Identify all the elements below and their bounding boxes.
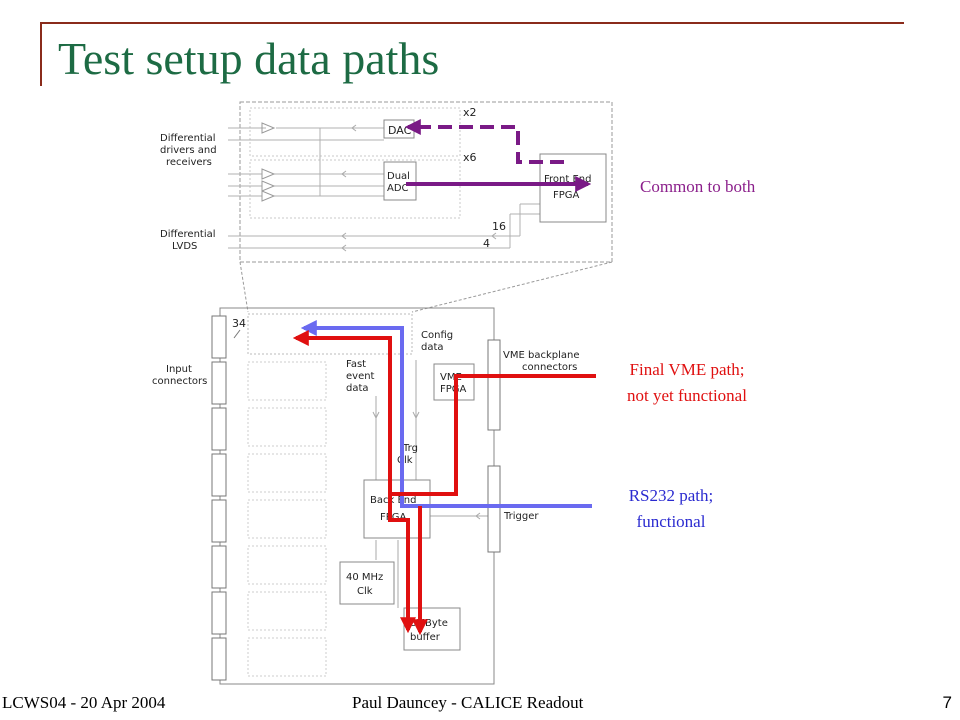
trg-label-2: Clk [397,455,413,466]
bus-4: 4 [483,237,490,250]
input-label-1: Input [166,364,192,375]
vme-fpga-label-2: FPGA [440,384,467,395]
bus-34: 34 [232,317,246,330]
trg-label-1: Trg [402,443,418,454]
note-rs232-path: RS232 path; functional [596,483,746,535]
receiver-triangle-2 [261,180,276,192]
slide-title: Test setup data paths [58,33,440,84]
input-label-2: connectors [152,376,207,387]
front-end-fpga-block [539,153,607,223]
diff-drivers-label-1: Differential [160,133,216,144]
vme-path-readout-1 [388,494,416,634]
receiver-triangle-3 [261,190,276,202]
clock-label-2: Clk [357,586,373,597]
rs232-path [300,320,592,508]
config-label-2: data [421,342,444,353]
clock-block [339,561,395,605]
note-rs232-line-1: RS232 path; [628,486,714,505]
adc-label-1: Dual [387,171,410,182]
zoom-signal-lines [228,127,540,249]
zoom-inner-lower [249,159,461,219]
fast-label-2: event [346,371,375,382]
vme-connector-label-2: connectors [522,362,577,373]
receiver-triangle-1 [261,168,276,180]
vme-path [292,330,596,636]
zoom-inner-upper [249,107,461,157]
driver-triangle [261,122,276,134]
diff-drivers-label-2: drivers and [160,145,217,156]
vme-connector-label-1: VME backplane [503,350,579,361]
memory-buffer-label-1: 8MByte [410,618,448,629]
clock-label-1: 40 MHz [346,572,383,583]
vme-path-config [292,330,596,496]
diff-lvds-label-2: LVDS [172,241,197,252]
note-common-path: Common to both [640,177,756,196]
page-number: 7 [942,693,952,712]
front-end-zoom: DAC Dual ADC Front End FPGA x2 x6 16 4 D… [160,101,613,263]
common-path-fpga-to-dac [404,119,564,164]
readout-board: 34 Input connectors Config data Fast eve… [152,307,579,685]
note-rs232-line-2: functional [636,512,706,531]
vme-fpga-label-1: VME [440,372,462,383]
footer-author: Paul Dauncey - CALICE Readout [352,693,584,712]
config-label-1: Config [421,330,453,341]
memory-buffer-block [403,607,461,651]
note-vme-line-1: Final VME path; [629,360,745,379]
trigger-label: Trigger [503,511,539,522]
rs232-path-line [300,320,592,508]
footer-event-date: LCWS04 - 20 Apr 2004 [2,693,166,712]
note-vme-line-2: not yet functional [627,386,747,405]
zoom-connectors [239,261,613,313]
input-connector-strip [211,315,227,681]
diff-lvds-label-1: Differential [160,229,216,240]
trigger-connector [487,465,501,553]
vme-backplane-connector [487,339,501,431]
bus-16: 16 [492,220,506,233]
note-vme-path: Final VME path; not yet functional [602,357,772,409]
front-end-slots [247,361,327,677]
diff-drivers-label-3: receivers [166,157,212,168]
adc-block [383,161,417,201]
adc-label-2: ADC [387,183,409,194]
common-path [404,119,592,192]
back-end-fpga-label-1: Back End [370,495,416,506]
fast-label-3: data [346,383,369,394]
board-zoom-region [247,313,413,355]
mult-x2: x2 [463,106,477,119]
memory-buffer-label-2: buffer [410,632,441,643]
board-internal-lines [375,360,490,608]
back-end-fpga-label-2: FPGA [380,512,407,523]
front-end-fpga-label-2: FPGA [553,190,580,201]
fast-label-1: Fast [346,359,366,370]
zoom-outline [239,101,613,263]
frame-top-rule [40,22,904,24]
front-end-fpga-label-1: Front End [544,174,591,185]
mult-x6: x6 [463,151,477,164]
frame-left-rule [40,22,42,86]
